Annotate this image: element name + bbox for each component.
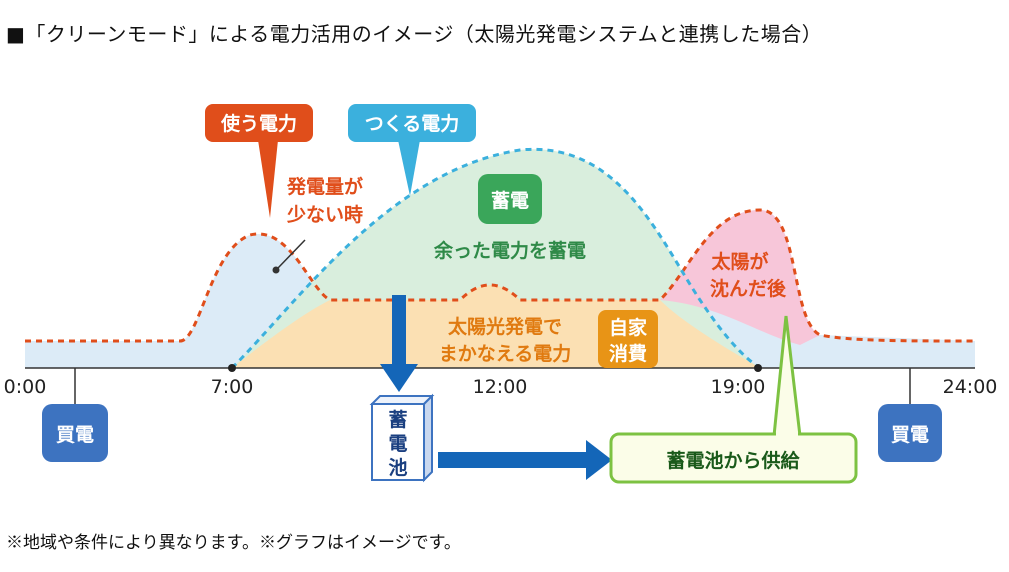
right-arrow [438,440,612,480]
tick-label-19: 19:00 [711,376,766,398]
after-sunset-text-line1: 太陽が [711,250,768,273]
battery-label-2: 電 [388,433,407,455]
low-generation-pointer [277,239,306,269]
low-generation-pointer-dot [272,266,280,274]
solar-covered-text-line2: まかなえる電力 [439,342,571,365]
use-power-callout: 使う電力 [205,104,313,218]
storage-badge: 蓄電 [478,174,542,224]
tick-label-0: 0:00 [4,376,47,398]
make-power-label: つくる電力 [365,112,460,135]
axis-point-7 [228,364,236,372]
self-consumption-badge: 自家 消費 [598,310,658,368]
low-generation-text-line2: 少ない時 [286,204,363,226]
buy-power-right-label: 買電 [891,424,929,446]
self-consumption-label-line2: 消費 [609,342,647,365]
battery-label-3: 池 [388,456,407,479]
battery-label-1: 蓄 [388,408,407,431]
buy-power-left-label: 買電 [56,424,94,446]
battery-icon: 蓄 電 池 [369,393,435,483]
footnote: ※地域や条件により異なります。※グラフはイメージです。 [6,533,461,553]
page-title: ■「クリーンモード」による電力活用のイメージ（太陽光発電システムと連携した場合） [6,22,823,46]
evening-battery-area [660,210,820,345]
down-arrow [380,295,418,392]
consumption-line [25,208,976,343]
generation-line [230,147,761,370]
use-power-label: 使う電力 [220,112,297,135]
tick-label-7: 7:00 [211,376,254,398]
surplus-storage-text: 余った電力を蓄電 [433,239,586,262]
after-sunset-text-line2: 沈んだ後 [710,277,787,300]
tick-label-24: 24:00 [943,376,998,398]
battery-supply-label: 蓄電池から供給 [666,449,800,472]
battery-supply-callout: 蓄電池から供給 [609,315,858,484]
storage-badge-label: 蓄電 [491,189,529,212]
buy-power-badge-right: 買電 [878,404,942,462]
make-power-callout: つくる電力 [348,104,476,196]
axis-point-19 [754,364,762,372]
self-consumption-label-line1: 自家 [609,316,648,339]
buy-power-badge-left: 買電 [42,404,108,462]
tick-label-12: 12:00 [473,376,528,398]
solar-covered-text-line1: 太陽光発電で [448,315,562,338]
low-generation-text-line1: 発電量が [286,175,363,198]
